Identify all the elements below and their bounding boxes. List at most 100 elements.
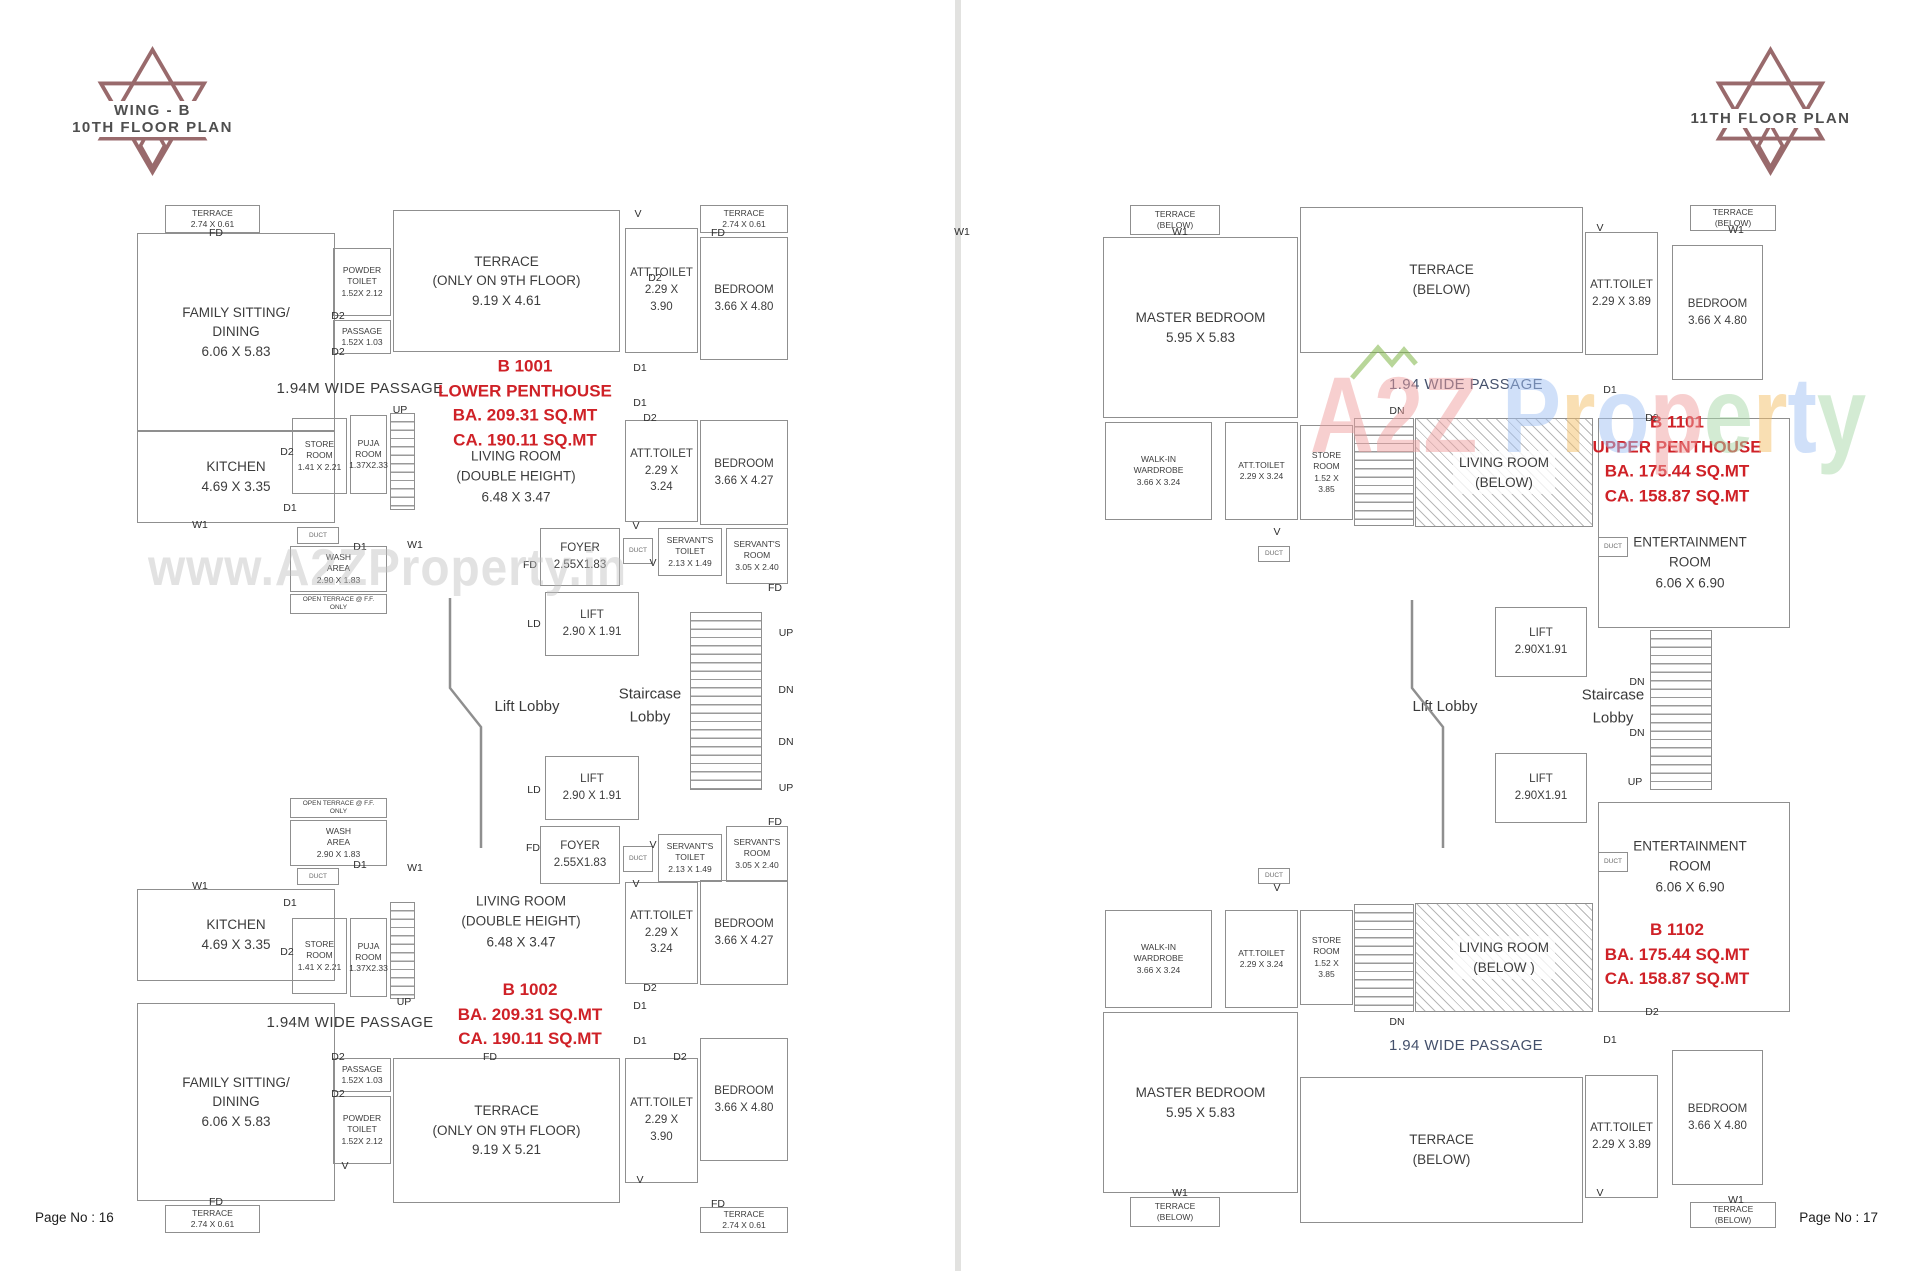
terrace-below-bottom: TERRACE(BELOW) bbox=[1300, 1077, 1583, 1223]
door-window-tag-d2: D2 bbox=[673, 1051, 687, 1063]
terrace-below-strip-bottom-right: TERRACE(BELOW) bbox=[1690, 1202, 1776, 1228]
door-window-tag-fd: FD bbox=[523, 559, 537, 571]
door-window-tag-d1: D1 bbox=[633, 1000, 647, 1012]
duct-kitchen-top: DUCT bbox=[297, 527, 339, 544]
wing-b-logo: WING - B 10TH FLOOR PLAN bbox=[69, 45, 236, 177]
page-number-right: Page No : 17 bbox=[1799, 1210, 1878, 1225]
door-window-tag-d2: D2 bbox=[1645, 1006, 1659, 1018]
door-window-tag-up: UP bbox=[392, 404, 408, 416]
terrace-below-strip-top-right-label: TERRACE(BELOW) bbox=[1712, 206, 1754, 228]
door-window-tag-d1: D1 bbox=[353, 541, 367, 553]
door-window-tag-dn: DN bbox=[778, 684, 794, 696]
door-window-tag-d2: D2 bbox=[1645, 412, 1659, 424]
duct-ent-bottom: DUCT bbox=[1598, 852, 1628, 872]
duct-servant-top-label: DUCT bbox=[628, 547, 648, 555]
left-logo-line1: WING - B bbox=[114, 102, 191, 119]
duct-ent-bottom-label: DUCT bbox=[1603, 858, 1623, 866]
entertainment-room-bottom bbox=[1598, 802, 1790, 1012]
terrace-below-strip-top-left-label: TERRACE(BELOW) bbox=[1154, 208, 1196, 230]
right-logo-title: 11TH FLOOR PLAN bbox=[1687, 109, 1854, 128]
door-window-tag-w1: W1 bbox=[1172, 1187, 1188, 1199]
door-window-tag-fd: FD bbox=[209, 227, 223, 239]
door-window-tag-up: UP bbox=[1627, 776, 1643, 788]
door-window-tag-d2: D2 bbox=[331, 1051, 345, 1063]
door-window-tag-d2: D2 bbox=[643, 412, 657, 424]
stair-small-bottom bbox=[390, 902, 415, 999]
door-window-tag-v: V bbox=[1273, 526, 1281, 538]
door-window-tag-fd: FD bbox=[209, 1196, 223, 1208]
door-window-tag-v: V bbox=[632, 520, 640, 532]
door-window-tag-d1: D1 bbox=[353, 859, 367, 871]
lift-lobby-right-label: Lift Lobby bbox=[1412, 697, 1478, 715]
door-window-tag-d1: D1 bbox=[283, 897, 297, 909]
door-window-tag-up: UP bbox=[778, 627, 794, 639]
terrace-below-strip-top-left: TERRACE(BELOW) bbox=[1130, 205, 1220, 235]
duct-ent-top: DUCT bbox=[1598, 537, 1628, 557]
terrace-9th-floor-bottom-label: TERRACE(ONLY ON 9TH FLOOR)9.19 X 5.21 bbox=[432, 1103, 581, 1158]
living-room-below-top-label: LIVING ROOM(BELOW) bbox=[1452, 450, 1555, 495]
door-window-tag-v: V bbox=[341, 1160, 349, 1172]
door-window-tag-d2: D2 bbox=[331, 310, 345, 322]
duct-kitchen-bottom-label: DUCT bbox=[308, 872, 328, 880]
door-window-tag-v: V bbox=[1596, 222, 1604, 234]
door-window-tag-fd: FD bbox=[483, 1051, 497, 1063]
terrace-9th-floor-top-label: TERRACE(ONLY ON 9TH FLOOR)9.19 X 4.61 bbox=[432, 253, 581, 308]
duct-small-top: DUCT bbox=[1258, 546, 1290, 562]
door-window-tag-w1: W1 bbox=[192, 880, 208, 892]
page-gutter bbox=[955, 0, 961, 1271]
door-window-tag-d2: D2 bbox=[331, 1088, 345, 1100]
door-window-tag-d2: D2 bbox=[280, 946, 294, 958]
door-window-tag-d2: D2 bbox=[280, 446, 294, 458]
living-room-top-label: LIVING ROOM(DOUBLE HEIGHT)6.48 X 3.47 bbox=[456, 448, 576, 505]
